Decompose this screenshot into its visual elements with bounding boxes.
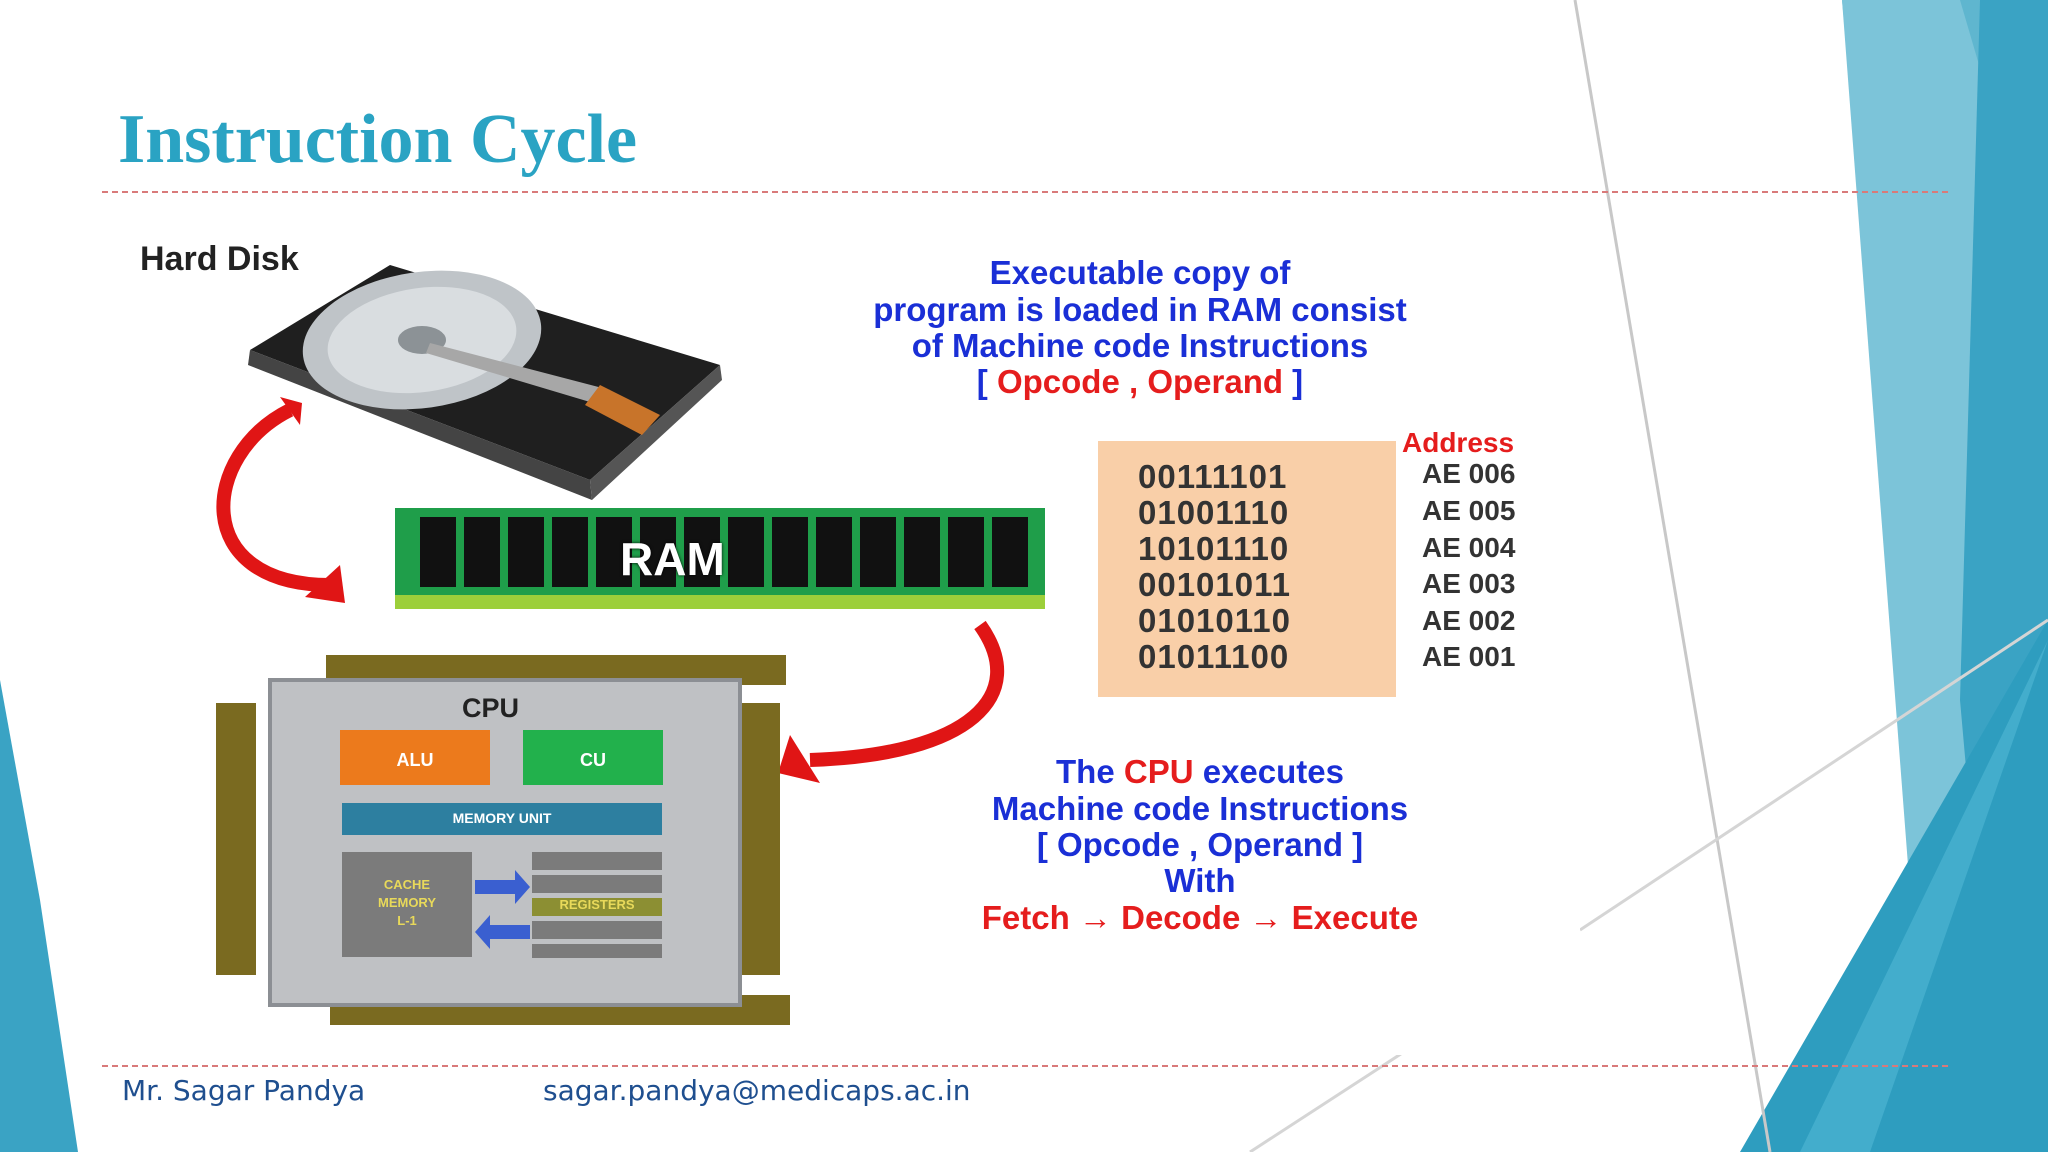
cache-label-3: L-1 bbox=[397, 913, 417, 928]
memory-code: 00111101 bbox=[1138, 458, 1288, 495]
memory-code: 01001110 bbox=[1138, 494, 1290, 531]
memory-unit-label: MEMORY UNIT bbox=[452, 810, 552, 826]
bottom-text-line1: The CPU executes bbox=[780, 753, 1620, 790]
memory-contents-box bbox=[1098, 441, 1396, 697]
title-divider bbox=[102, 191, 1948, 193]
cpu-red-word: CPU bbox=[1123, 753, 1194, 790]
top-text-line2: program is loaded in RAM consist bbox=[873, 291, 1407, 328]
ram-module bbox=[395, 508, 1045, 609]
memory-code: 10101110 bbox=[1138, 530, 1290, 567]
ram-label: RAM bbox=[620, 533, 725, 585]
memory-address: AE 001 bbox=[1422, 641, 1516, 672]
bottom-line1-post: executes bbox=[1193, 753, 1344, 790]
footer-email: sagar.pandya@medicaps.ac.in bbox=[543, 1074, 971, 1107]
memory-address: AE 002 bbox=[1422, 605, 1516, 636]
bottom-text-line3: [ Opcode , Operand ] bbox=[1036, 826, 1364, 863]
memory-code: 01011100 bbox=[1138, 638, 1290, 675]
footer-divider bbox=[102, 1065, 1948, 1067]
cache-label-2: MEMORY bbox=[377, 895, 437, 910]
hard-disk-label: Hard Disk bbox=[140, 240, 299, 278]
memory-code: 01010110 bbox=[1138, 602, 1292, 639]
bracket-open: [ bbox=[976, 363, 997, 400]
cpu-chip bbox=[216, 655, 790, 1025]
hard-disk-icon bbox=[248, 265, 722, 500]
bottom-text-line4: With bbox=[1164, 862, 1236, 899]
address-header: Address bbox=[1402, 427, 1515, 458]
cache-label-1: CACHE bbox=[383, 877, 431, 892]
diagram-graphics bbox=[216, 265, 1045, 1025]
alu-label: ALU bbox=[396, 750, 434, 770]
memory-address: AE 005 bbox=[1422, 495, 1516, 526]
opcode-operand-red: Opcode , Operand bbox=[996, 363, 1284, 400]
bottom-text-line2: Machine code Instructions bbox=[991, 790, 1409, 827]
bracket-close: ] bbox=[1283, 363, 1304, 400]
footer-author: Mr. Sagar Pandya bbox=[122, 1074, 366, 1107]
cpu-label: CPU bbox=[462, 693, 520, 723]
top-text-line3: of Machine code Instructions bbox=[911, 327, 1369, 364]
cu-label: CU bbox=[580, 750, 606, 770]
top-text-line1: Executable copy of bbox=[989, 254, 1291, 291]
memory-address: AE 003 bbox=[1422, 568, 1516, 599]
bottom-text-line5: Fetch → Decode → Execute bbox=[981, 899, 1419, 936]
memory-code: 00101011 bbox=[1138, 566, 1292, 603]
memory-address: AE 006 bbox=[1422, 458, 1516, 489]
memory-address: AE 004 bbox=[1422, 532, 1516, 563]
bottom-line1-pre: The bbox=[1056, 753, 1124, 790]
slide-title: Instruction Cycle bbox=[118, 101, 638, 178]
top-text-line4: [ Opcode , Operand ] bbox=[720, 363, 1560, 400]
registers-label: REGISTERS bbox=[559, 897, 635, 912]
